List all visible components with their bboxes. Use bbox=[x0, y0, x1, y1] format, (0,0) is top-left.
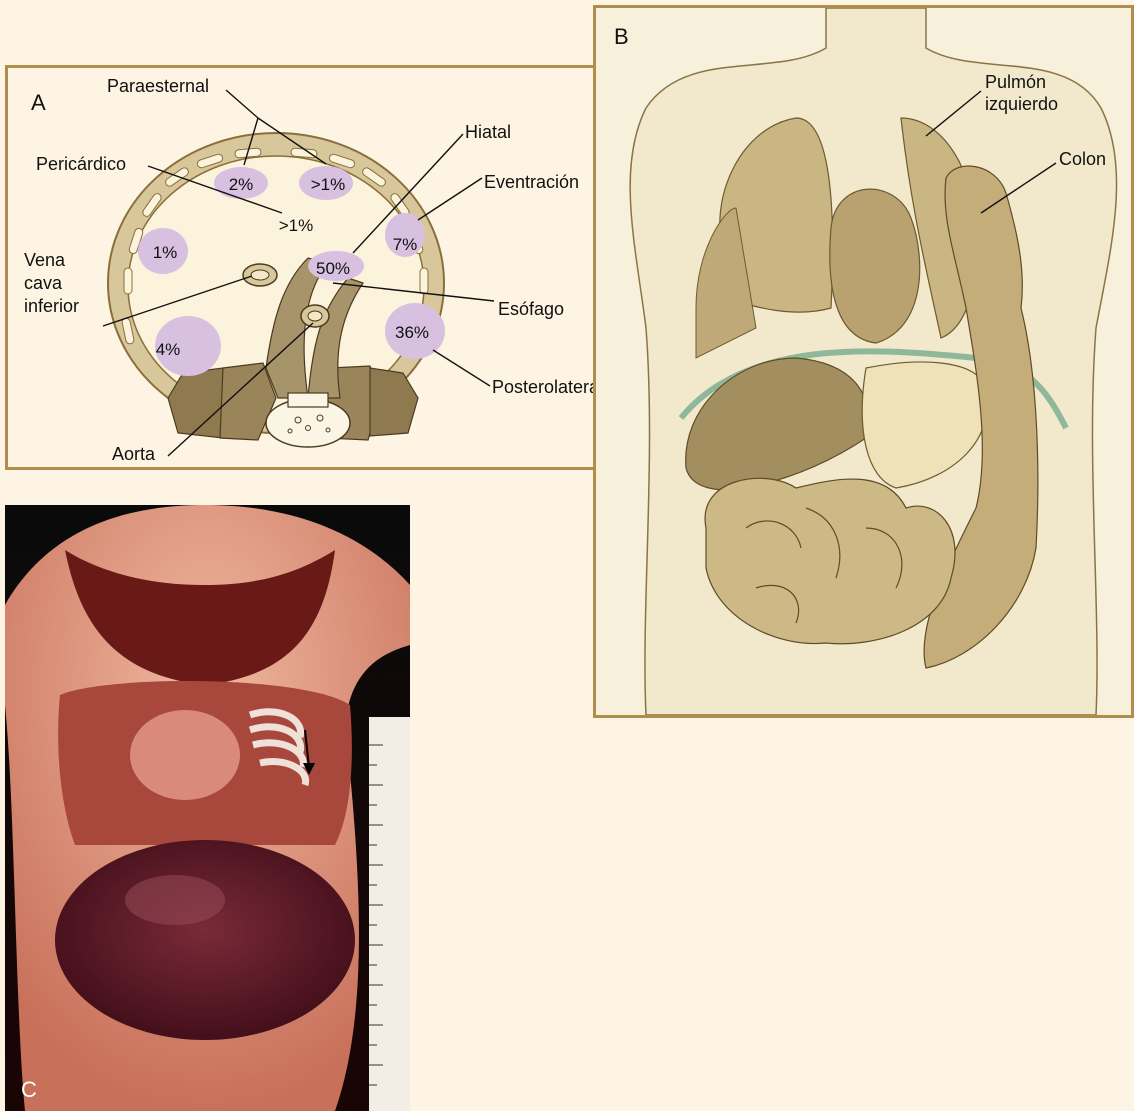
pct-pericardico: >1% bbox=[279, 216, 314, 235]
autopsy-photo: C bbox=[5, 505, 410, 1111]
panel-b-torso-hernia: B Pulmón izquierdo Colon bbox=[593, 5, 1134, 718]
heart-photo bbox=[130, 710, 240, 800]
label-vena-line1: Vena bbox=[24, 250, 66, 270]
label-pulmon-line1: Pulmón bbox=[985, 72, 1046, 92]
pct-eventracion: 7% bbox=[393, 235, 418, 254]
torso-illustration: B Pulmón izquierdo Colon bbox=[596, 8, 1131, 715]
label-vena-line3: inferior bbox=[24, 296, 79, 316]
label-pulmon-line2: izquierdo bbox=[985, 94, 1058, 114]
pct-paraesternal-left: 2% bbox=[229, 175, 254, 194]
label-vena-line2: cava bbox=[24, 273, 63, 293]
panel-b-tag: B bbox=[614, 24, 629, 49]
ruler bbox=[369, 717, 410, 1111]
label-paraesternal: Paraesternal bbox=[107, 76, 209, 96]
heart bbox=[830, 189, 920, 343]
panel-c-tag: C bbox=[21, 1077, 37, 1102]
label-aorta: Aorta bbox=[112, 444, 156, 464]
panel-c-autopsy-photo: C bbox=[5, 505, 410, 1111]
label-eventracion: Eventración bbox=[484, 172, 579, 192]
pct-hiatal: 50% bbox=[316, 259, 350, 278]
label-esofago: Esófago bbox=[498, 299, 564, 319]
label-posterolateral: Posterolateral bbox=[492, 377, 603, 397]
pct-posterolateral: 36% bbox=[395, 323, 429, 342]
label-pericardico: Pericárdico bbox=[36, 154, 126, 174]
pct-left-anterior: 1% bbox=[153, 243, 178, 262]
label-colon: Colon bbox=[1059, 149, 1106, 169]
label-hiatal: Hiatal bbox=[465, 122, 511, 142]
diaphragm-diagram: 2% >1% >1% 1% 7% 50% 4% 36% A Paraestern… bbox=[8, 68, 635, 467]
panel-a-tag: A bbox=[31, 90, 46, 115]
pct-left-posterior: 4% bbox=[156, 340, 181, 359]
liver-photo bbox=[55, 840, 355, 1040]
pct-paraesternal-right: >1% bbox=[311, 175, 346, 194]
panel-a-diaphragm-defects: 2% >1% >1% 1% 7% 50% 4% 36% A Paraestern… bbox=[5, 65, 638, 470]
